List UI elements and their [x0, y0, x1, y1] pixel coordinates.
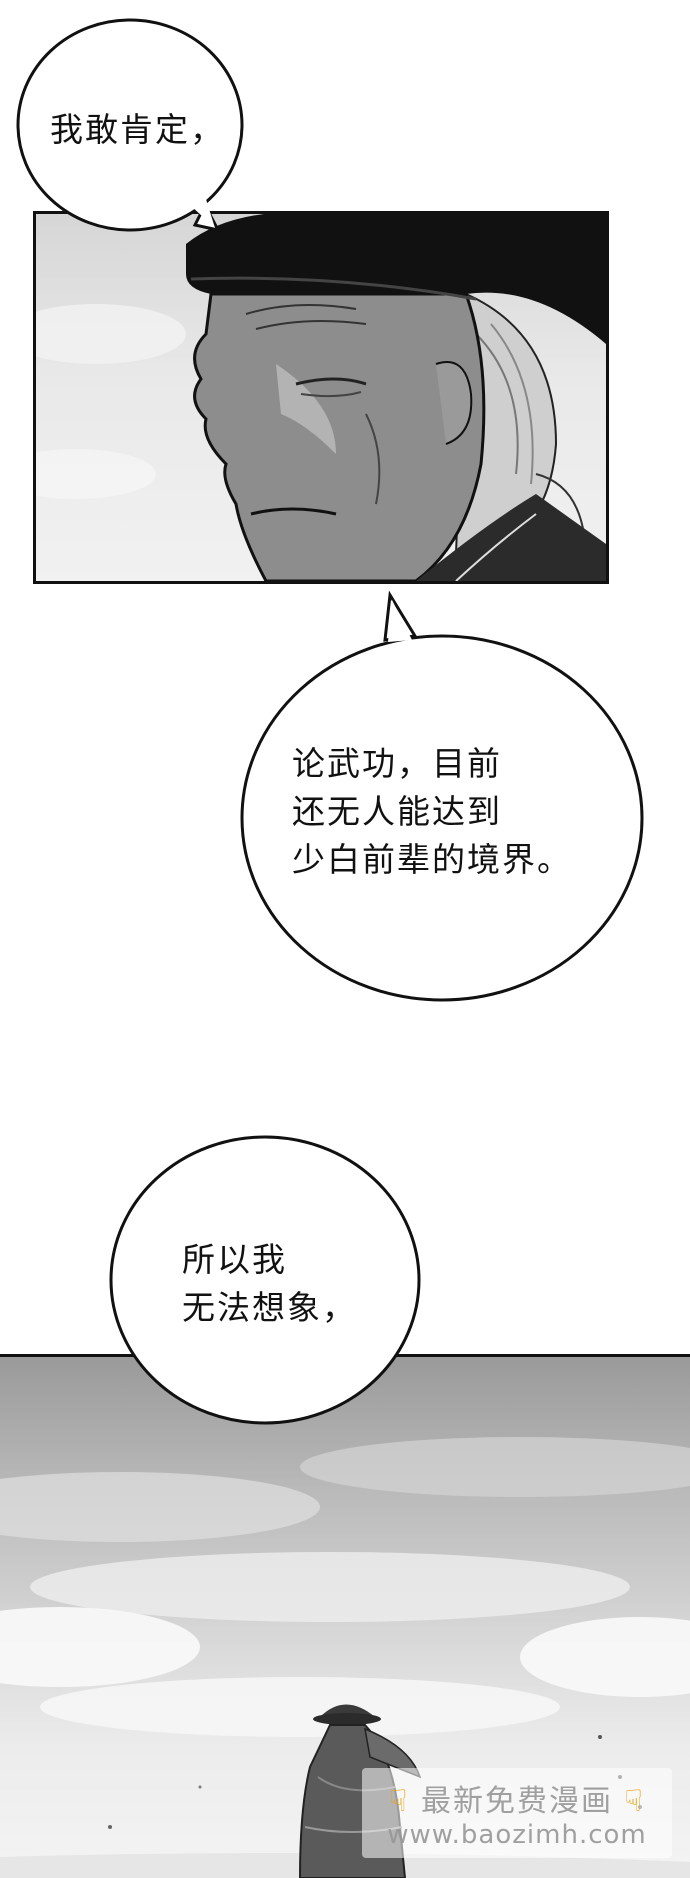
speech-text-1: 我敢肯定， [50, 110, 225, 149]
speech-text-3: 所以我 无法想象， [182, 1240, 357, 1327]
pointing-hand-down-icon: ☟ [624, 1784, 645, 1819]
watermark-url[interactable]: www.baozimh.com [387, 1820, 647, 1850]
speech-text-2: 论武功，目前 还无人能达到 少白前辈的境界。 [292, 744, 572, 879]
watermark-title-row: ☟ 最新免费漫画 ☟ [362, 1776, 672, 1820]
elder-face-panel [33, 211, 609, 584]
elder-face-illustration [36, 214, 606, 581]
watermark-title: 最新免费漫画 [421, 1784, 613, 1819]
pointing-hand-down-icon: ☟ [389, 1784, 410, 1819]
site-watermark[interactable]: ☟ 最新免费漫画 ☟ www.baozimh.com [362, 1768, 672, 1858]
sky-landscape-illustration [0, 1437, 690, 1878]
sky-panel [0, 1354, 690, 1878]
